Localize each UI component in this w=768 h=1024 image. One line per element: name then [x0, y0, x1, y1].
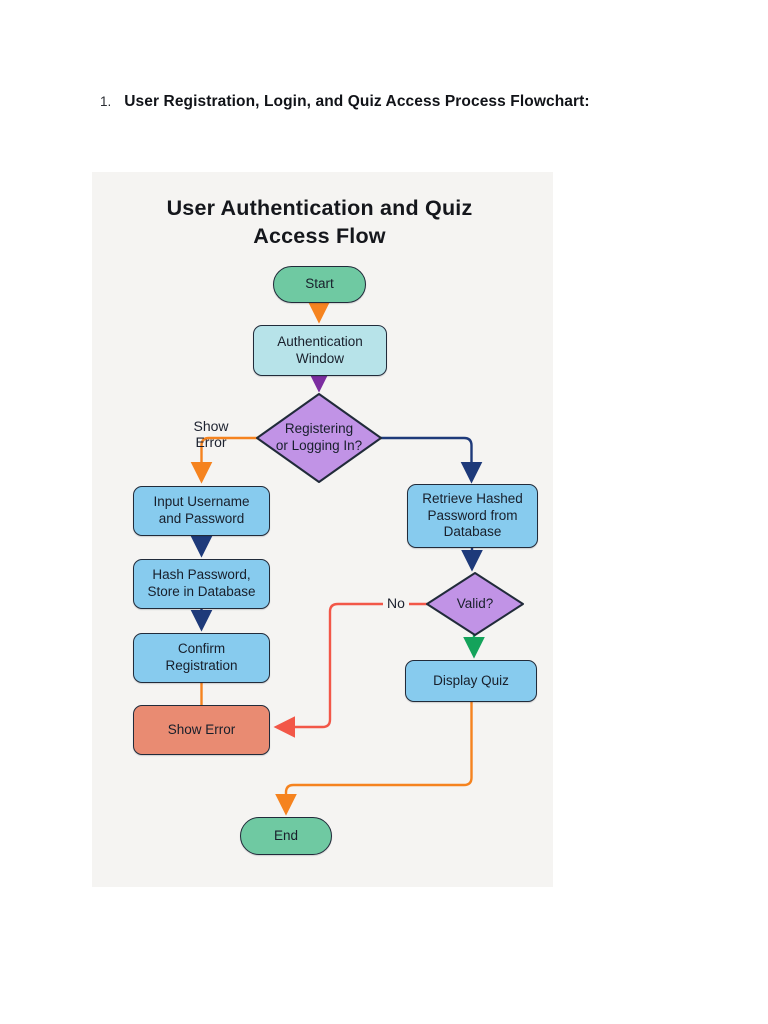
node-hash-password: Hash Password, Store in Database: [133, 559, 270, 609]
flowchart-title-line1: User Authentication and Quiz: [166, 196, 473, 220]
document-heading: 1. User Registration, Login, and Quiz Ac…: [100, 93, 590, 111]
node-display-quiz: Display Quiz: [405, 660, 537, 702]
decision-valid-diamond: [426, 572, 524, 636]
node-show-error: Show Error: [133, 705, 270, 755]
node-retrieve-hash: Retrieve Hashed Password from Database: [407, 484, 538, 548]
edge-display-to-end: [275, 702, 473, 816]
flowchart-edges: [190, 302, 524, 816]
flowchart-title: User Authentication and Quiz Access Flow: [92, 194, 547, 250]
list-number: 1.: [100, 94, 112, 109]
decision-register-diamond: [256, 393, 382, 483]
node-authentication-window: Authentication Window: [253, 325, 387, 376]
node-decision-register-label: Registering or Logging In?: [275, 421, 363, 453]
node-start: Start: [273, 266, 366, 303]
node-end: End: [240, 817, 332, 855]
node-input-credentials: Input Username and Password: [133, 486, 270, 536]
node-confirm-registration: Confirm Registration: [133, 633, 270, 683]
flowchart-panel: User Authentication and Quiz Access Flow: [92, 172, 553, 887]
edge-decision1-to-input: [190, 436, 258, 484]
edge-decision1-to-retrieve: [380, 436, 483, 484]
edge-label-show-error: Show Error: [193, 418, 229, 450]
heading-text: User Registration, Login, and Quiz Acces…: [124, 93, 590, 110]
node-decision-valid-label: Valid?: [456, 596, 494, 611]
edge-label-no: No: [383, 593, 409, 613]
edge-decision2-no-to-showerror: [273, 602, 427, 738]
flowchart-title-line2: Access Flow: [253, 224, 386, 248]
